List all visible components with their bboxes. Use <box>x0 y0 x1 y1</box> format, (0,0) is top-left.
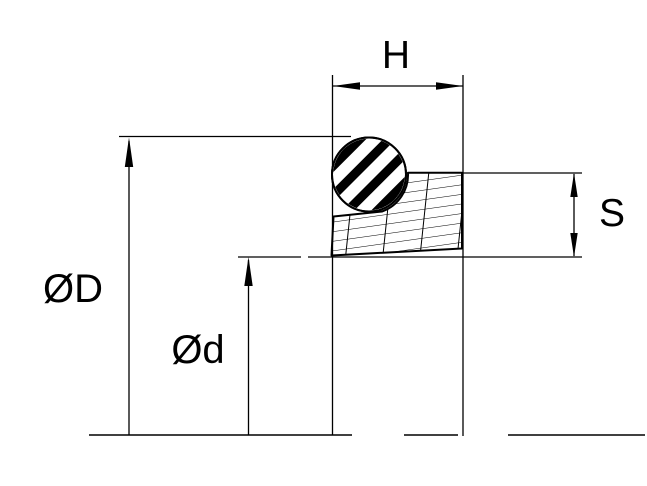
id-dimension-label: Ød <box>171 328 224 372</box>
o-ring <box>331 136 407 213</box>
h-dimension: H <box>333 34 463 90</box>
o-ring-outline <box>331 136 407 213</box>
inner-diameter-dimension: Ød <box>171 257 253 435</box>
id-arrow-up <box>244 257 253 286</box>
od-arrow-up <box>124 137 134 167</box>
h-arrow-right <box>436 82 463 90</box>
s-arrow-up <box>570 173 578 197</box>
s-arrow-down <box>570 233 578 257</box>
o-ring-stripes <box>333 138 405 211</box>
s-dimension: S <box>462 172 625 257</box>
seal-body <box>330 171 463 257</box>
outer-diameter-dimension: ØD <box>43 137 134 435</box>
h-arrow-left <box>333 82 360 90</box>
od-dimension-label: ØD <box>43 267 103 311</box>
s-dimension-label: S <box>599 192 625 235</box>
seal-body-outline <box>330 171 463 257</box>
h-dimension-label: H <box>382 34 410 77</box>
